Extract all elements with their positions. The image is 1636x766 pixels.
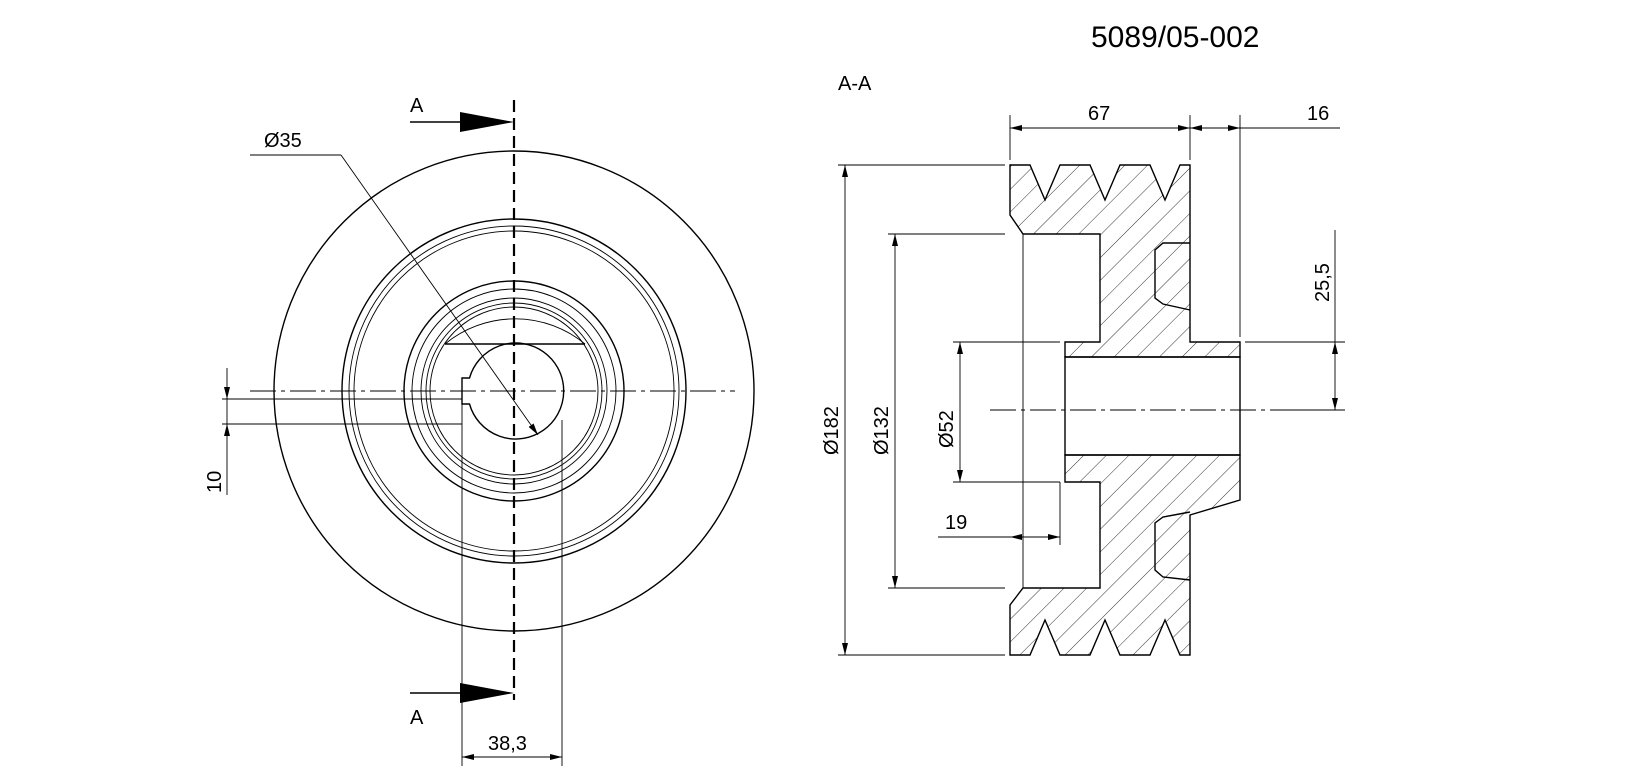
bottom-slot [1154,511,1191,581]
section-arrow-bottom-head [460,683,514,703]
hub-circle-5 [429,306,599,476]
recess-depth-arrow-right [1048,534,1060,540]
drawing-number: 5089/05-002 [1091,21,1260,54]
recess-label: Ø132 [871,406,893,455]
key-width-arrow-top [224,387,230,399]
recess-circle-inner [348,225,680,557]
radial-label: 25,5 [1312,263,1334,302]
hub-ext-arrow-left [1190,125,1202,131]
section-mark-top: A [410,95,424,117]
section-arrow-top-head [460,112,514,132]
bore-with-keyway [461,342,565,440]
bore-diameter-label: Ø35 [264,130,302,152]
od-label: Ø182 [821,406,843,455]
section-top-material [1009,164,1241,358]
key-width-label: 10 [204,471,226,493]
bore-diameter-line [340,154,539,436]
hub-ext-arrow-right [1228,125,1240,131]
radial-arrow-top [1332,342,1338,354]
front-view: Ø35 10 38,3 A A [204,95,755,766]
hub-chord-arc [444,318,586,345]
width-label: 67 [1088,103,1110,125]
hub-bore [1064,356,1241,456]
section-view-label: A-A [838,73,872,95]
hub-circle-3 [420,297,608,485]
key-width-arrow-bottom [224,424,230,436]
recess-depth-arrow-left [1010,534,1022,540]
hub-extension-label: 16 [1307,103,1329,125]
section-mark-bottom: A [410,707,424,729]
hub-label: Ø52 [936,410,958,448]
key-depth-label: 38,3 [488,733,527,755]
recess-circle-outer [341,218,687,564]
hub-circle-2 [411,288,617,494]
top-slot [1154,242,1191,311]
recess-circle-3 [353,230,675,552]
hub-circle-4 [425,302,603,480]
section-view: A-A Ø182 Ø132 Ø52 67 [821,73,1345,656]
hub-outer-circle [403,280,625,502]
outer-circle [273,150,755,632]
radial-arrow-bottom [1332,398,1338,410]
section-bottom-material [1009,454,1241,656]
recess-depth-label: 19 [945,512,967,534]
